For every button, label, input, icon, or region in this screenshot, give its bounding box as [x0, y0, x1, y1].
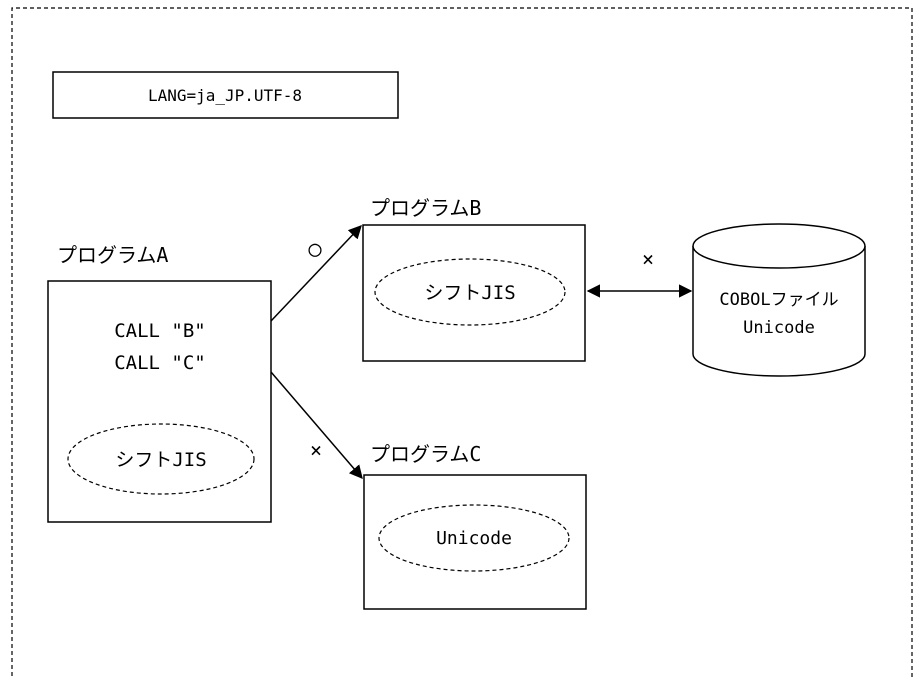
- program-b-encoding-ellipse: [374, 258, 566, 326]
- program-a-title: プログラムA: [57, 243, 168, 267]
- call-c-result-mark: ×: [310, 438, 322, 462]
- program-b-encoding: シフトJIS: [424, 282, 515, 304]
- program-a-encoding-ellipse: [67, 423, 255, 495]
- cobol-file-encoding: Unicode: [743, 318, 815, 338]
- program-c-encoding: Unicode: [436, 528, 512, 549]
- program-c-encoding-ellipse: [378, 504, 570, 572]
- call-b-result-mark: ○: [308, 237, 322, 262]
- program-a-call-b: CALL "B": [114, 320, 206, 342]
- call-b-arrow: [270, 225, 362, 322]
- program-b-box: シフトJIS: [362, 224, 586, 362]
- program-a-encoding: シフトJIS: [115, 449, 206, 471]
- program-b-title: プログラムB: [370, 196, 481, 220]
- env-label-text: LANG=ja_JP.UTF-8: [148, 86, 302, 105]
- file-access-result-mark: ×: [642, 247, 654, 271]
- program-a-call-c: CALL "C": [114, 352, 206, 374]
- program-c-title: プログラムC: [370, 442, 481, 466]
- call-c-arrow: [270, 371, 363, 480]
- program-a-box: CALL "B" CALL "C" シフトJIS: [47, 280, 272, 523]
- program-c-box: Unicode: [363, 474, 587, 610]
- env-label-box: LANG=ja_JP.UTF-8: [52, 71, 399, 119]
- cobol-file-cylinder: COBOLファイル Unicode: [692, 223, 866, 377]
- cobol-file-name: COBOLファイル: [719, 290, 838, 310]
